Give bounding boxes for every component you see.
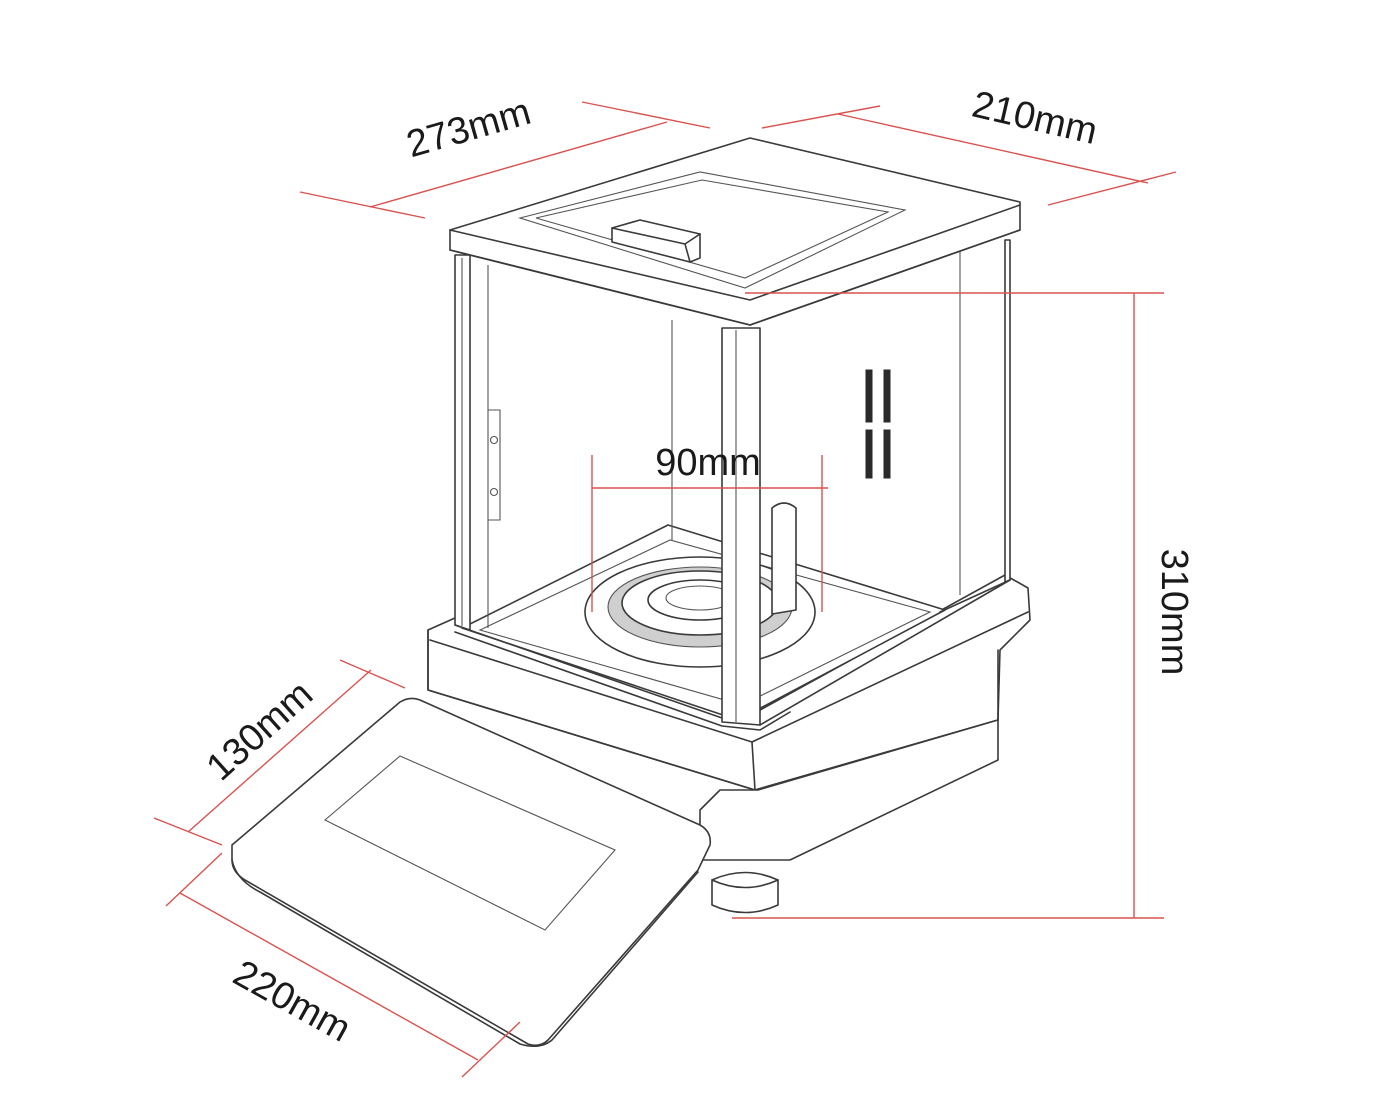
dim-line-display-depth (187, 669, 372, 833)
display-unit (231, 697, 712, 1048)
label-depth: 273mm (402, 91, 535, 166)
dim-ext-depth-right (581, 101, 711, 129)
dim-ext-display-depth-top (339, 659, 406, 689)
dim-line-width (837, 113, 1149, 184)
dim-ext-display-width-right (461, 1021, 521, 1078)
label-display-width: 220mm (226, 952, 357, 1050)
dim-line-display-width (179, 892, 479, 1061)
dim-line-depth (369, 121, 668, 208)
dim-ext-depth-left (299, 191, 426, 219)
label-width: 210mm (968, 84, 1101, 153)
dimension-lines (153, 101, 1177, 1078)
balance-drawing (231, 137, 1031, 1048)
dim-ext-display-depth-bottom (153, 817, 223, 846)
balance-base (427, 574, 1031, 914)
dim-ext-width-right (1047, 171, 1177, 206)
dim-ext-width-left (761, 105, 881, 129)
top-lid (449, 137, 1021, 326)
label-pan-diameter: 90mm (655, 442, 761, 484)
label-height: 310mm (1153, 549, 1195, 676)
dim-ext-display-width-left (165, 852, 223, 907)
draft-shield (454, 239, 1011, 731)
